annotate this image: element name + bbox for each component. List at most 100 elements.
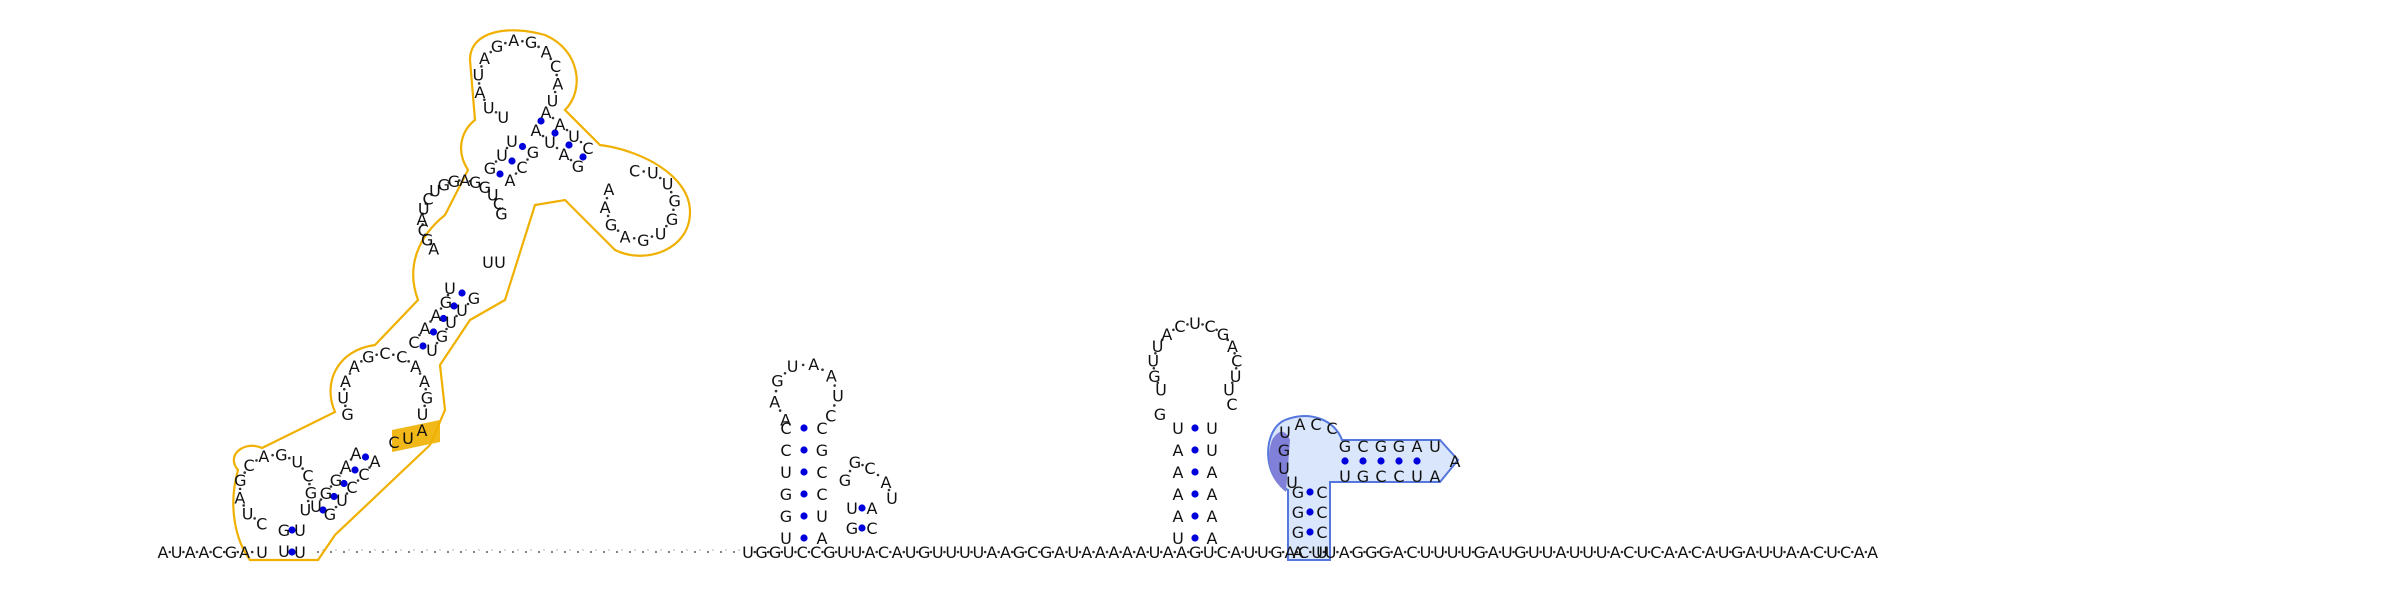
nucleotide: G [780, 485, 792, 504]
backbone-bond [706, 550, 710, 554]
nucleotide: G [330, 471, 342, 490]
backbone-bond [616, 229, 620, 232]
backbone-bond [1160, 338, 1164, 342]
hairpin-loop-nucleotide: A [474, 83, 485, 102]
backbone-bond [1024, 550, 1028, 554]
backbone-bond [418, 372, 422, 375]
loop-nucleotide: G [234, 471, 246, 490]
backbone-bond [168, 550, 172, 554]
backbone-bond [1552, 550, 1556, 554]
backbone-bond [1756, 550, 1759, 554]
backbone-bond [465, 549, 467, 551]
backbone-bond [943, 550, 946, 554]
backbone-bond [555, 146, 559, 150]
backbone-bond [478, 549, 480, 551]
backbone-bond [732, 550, 736, 554]
backbone-nucleotide: G [823, 543, 835, 562]
hairpin-loop-nucleotide: A [479, 49, 490, 68]
backbone-nucleotide: U [1311, 543, 1323, 562]
backbone-nucleotide: U [1582, 543, 1594, 562]
nucleotide: C [1316, 483, 1327, 502]
internal-loop-nucleotide: A [340, 372, 351, 391]
backbone-nucleotide: G [225, 543, 237, 562]
backbone-bond [458, 179, 461, 182]
backbone-bond [660, 549, 662, 551]
backbone-nucleotide: A [1000, 543, 1011, 562]
nucleotide: G [816, 441, 828, 460]
backbone-bond [1810, 550, 1813, 554]
backbone-bond [658, 176, 662, 180]
backbone-bond [308, 482, 311, 486]
nucleotide: C [1310, 415, 1321, 434]
backbone-bond [1186, 323, 1189, 326]
nucleotide: U [1429, 437, 1441, 456]
backbone-bond [929, 550, 933, 554]
backbone-nucleotide: U [171, 543, 183, 562]
backbone-bond [1336, 550, 1339, 554]
backbone-nucleotide: G [755, 543, 767, 562]
backbone-nucleotide: U [1203, 543, 1215, 562]
backbone-nucleotide: G [1473, 543, 1485, 562]
nucleotide: A [341, 457, 352, 476]
yellow-highlight-segment [392, 420, 440, 452]
yellow-domain-hull [232, 29, 692, 562]
hairpin-loop-nucleotide: C [1231, 352, 1242, 371]
backbone-bond [344, 404, 347, 408]
nucleotide: G [1292, 523, 1304, 542]
backbone-bond [970, 550, 973, 554]
internal-loop-nucleotide: G [421, 231, 433, 250]
backbone-nucleotide: U [1447, 543, 1459, 562]
backbone-bond [555, 73, 558, 77]
backbone-bond [360, 360, 363, 363]
base-pair [319, 506, 327, 514]
hairpin-loop-nucleotide: G [491, 37, 503, 56]
nucleotide: A [1207, 463, 1218, 482]
backbone-bonds [168, 39, 1868, 554]
backbone-nucleotide: A [185, 543, 196, 562]
backbone-bond [1105, 550, 1109, 554]
backbone-bond [642, 170, 646, 173]
backbone-bond [1010, 550, 1014, 554]
backbone-bond [1234, 366, 1238, 370]
backbone-bond [439, 549, 441, 551]
nucleotide: U [336, 491, 348, 510]
backbone-nucleotide: A [1095, 543, 1106, 562]
backbone-nucleotide: A [1054, 543, 1065, 562]
base-pair [351, 466, 359, 474]
hairpin-loop-nucleotide: U [662, 175, 674, 194]
nucleotide: C [1393, 467, 1404, 486]
loop-nucleotide: G [275, 446, 287, 465]
internal-loop-nucleotide: U [429, 181, 441, 200]
hairpin-loop-nucleotide: U [1189, 314, 1201, 333]
backbone-bond [589, 550, 593, 554]
nucleotide: U [310, 497, 322, 516]
backbone-bond [429, 320, 432, 323]
backbone-bond [556, 549, 558, 551]
nucleotide: A [531, 121, 542, 140]
backbone-bond [1187, 550, 1190, 554]
backbone-nucleotide: A [1135, 543, 1146, 562]
nucleotide: U [1316, 543, 1328, 562]
backbone-nucleotide: U [1460, 543, 1472, 562]
nucleotide: C [816, 419, 827, 438]
backbone-nucleotide: A [1230, 543, 1241, 562]
backbone-nucleotide: A [1556, 543, 1567, 562]
backbone-nucleotide: U [905, 543, 917, 562]
backbone-bond [1851, 550, 1854, 554]
backbone-bond [466, 302, 470, 306]
backbone-bond [634, 549, 636, 551]
backbone-bond [1512, 550, 1515, 554]
backbone-bond [565, 128, 569, 132]
backbone-bond [334, 505, 338, 509]
nucleotide: U [456, 301, 468, 320]
backbone-bond [595, 549, 597, 551]
backbone-nucleotide: A [1393, 543, 1404, 562]
backbone-bond [521, 39, 524, 43]
hairpin-loop-nucleotide: A [1161, 325, 1172, 344]
backbone-nucleotide: C [1840, 543, 1851, 562]
nucleotide: G [1375, 437, 1387, 456]
backbone-bond [1152, 366, 1156, 370]
base-pair [858, 524, 866, 532]
backbone-bond [665, 224, 668, 228]
backbone-nucleotide: C [797, 543, 808, 562]
